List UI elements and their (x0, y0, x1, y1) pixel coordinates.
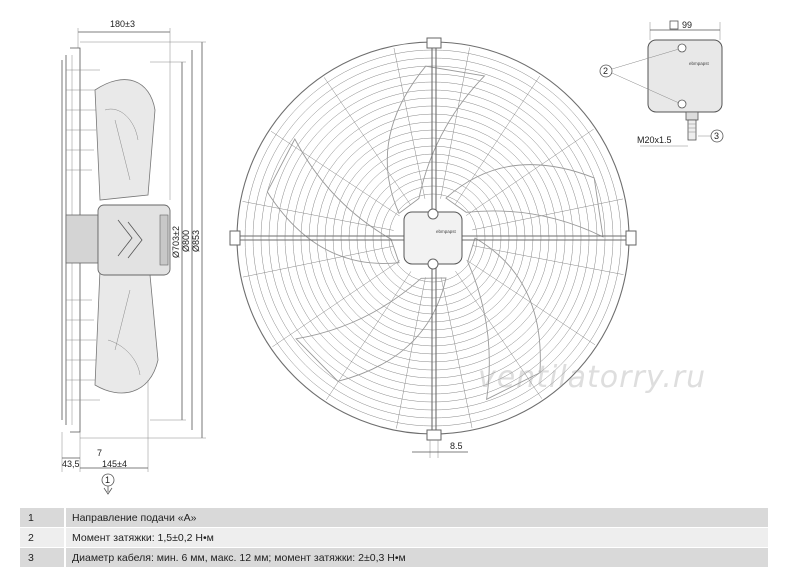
guard-radial-wire (465, 128, 594, 216)
dim-7: 7 (97, 448, 102, 458)
guard-ring (316, 121, 550, 355)
dim-diameter-800: Ø800 (181, 230, 191, 252)
fan-blade (295, 277, 447, 382)
hub-label: ebmpapst (436, 229, 457, 234)
guard-radial-wire (242, 245, 394, 278)
guard-ring (260, 65, 606, 411)
guard-ring (340, 145, 526, 331)
fan-blades (266, 65, 604, 401)
fan-blade (445, 164, 604, 238)
guard-rings (236, 41, 630, 435)
guard-ring (332, 137, 534, 339)
dim-depth: 180±3 (110, 19, 135, 29)
legend-text: Момент затяжки: 1,5±0,2 Н•м (65, 527, 768, 548)
dim-43-5: 43,5 (62, 459, 80, 469)
fan-blade (386, 65, 486, 215)
guard-radial-wire (440, 277, 473, 429)
legend-text: Направление подачи «A» (65, 508, 768, 528)
legend-number: 1 (20, 508, 66, 528)
legend-row: 2 Момент затяжки: 1,5±0,2 Н•м (20, 527, 768, 548)
guard-radial-wire (455, 270, 543, 399)
guard-ring (372, 177, 494, 299)
fan-blade (467, 237, 541, 401)
guard-ring (300, 105, 566, 371)
guard-ring (284, 89, 582, 387)
dim-145: 145±4 (102, 459, 127, 469)
guard-radial-wire (326, 271, 412, 401)
side-view: 180±3 (61, 19, 206, 495)
dim-99: 99 (682, 20, 692, 30)
guard-ring (380, 185, 486, 291)
guard-radial-wire (323, 77, 411, 206)
guard-radial-wire (270, 131, 400, 217)
guard-radial-wire (396, 277, 426, 429)
guard-ring (276, 81, 590, 395)
legend-row: 3 Диаметр кабеля: мин. 6 мм, макс. 12 мм… (20, 547, 768, 568)
dim-8-5: 8.5 (450, 441, 463, 451)
callout-1: 1 (105, 475, 110, 485)
guard-ring (292, 97, 574, 379)
callout-2: 2 (603, 66, 608, 76)
legend-number: 3 (20, 547, 66, 568)
thread-size: M20x1.5 (637, 135, 672, 145)
legend-number: 2 (20, 527, 66, 548)
guard-radial-wire (440, 47, 470, 199)
legend-table: 1 Направление подачи «A» 2 Момент затяжк… (20, 508, 768, 568)
guard-ring (252, 57, 614, 419)
terminal-box: 99 ebmpapst 2 3 M20x1.5 (599, 20, 724, 147)
watermark: ventilatorry.ru (478, 360, 707, 395)
guard-radial-wire (472, 198, 624, 231)
technical-drawing: 180±3 (61, 19, 724, 495)
guard-ring (244, 49, 622, 427)
guard-radial-wire (272, 260, 401, 348)
guard-ring (324, 129, 542, 347)
guard-radial-wire (472, 245, 624, 275)
guard-radial-wire (242, 201, 394, 231)
dim-diameter-853: Ø853 (191, 230, 201, 252)
guard-ring (364, 169, 502, 307)
dim-diameter-703: Ø703±2 (171, 226, 181, 258)
front-view: ebmpapst 8.5 (229, 37, 637, 458)
guard-radial-wire (454, 75, 540, 205)
callout-3: 3 (714, 131, 719, 141)
guard-radial-wire (393, 47, 426, 199)
guard-ring (268, 73, 598, 403)
legend-text: Диаметр кабеля: мин. 6 мм, макс. 12 мм; … (65, 547, 768, 568)
legend-row: 1 Направление подачи «A» (20, 508, 768, 528)
fan-blade (266, 138, 400, 264)
terminal-box-label: ebmpapst (689, 61, 710, 66)
guard-ring (308, 113, 558, 363)
